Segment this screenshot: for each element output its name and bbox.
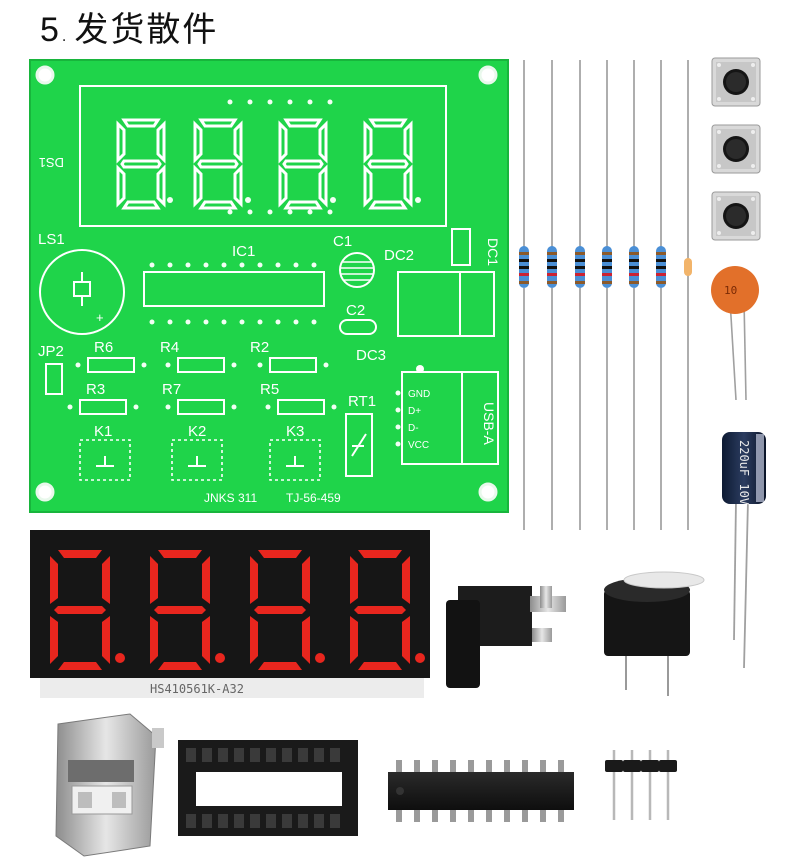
usb-a-connector xyxy=(55,713,164,857)
title-number: 5 xyxy=(40,11,61,49)
pcb-label-ls1: LS1 xyxy=(38,231,65,248)
resistor-set xyxy=(518,59,692,531)
pcb-label-vcc: VCC xyxy=(408,440,429,451)
buzzer xyxy=(604,571,705,696)
pcb-label-r2: R2 xyxy=(250,339,269,356)
pcb-label-plus: + xyxy=(96,310,104,325)
pcb-label-dc1: DC1 xyxy=(485,238,501,266)
pcb-label-r3: R3 xyxy=(86,381,105,398)
pcb-label-k1: K1 xyxy=(94,423,112,440)
pin-header xyxy=(605,750,677,820)
pcb-label-dc3: DC3 xyxy=(356,347,386,364)
title-dot: . xyxy=(61,29,69,45)
pcb-label-k3: K3 xyxy=(286,423,304,440)
pcb-code: TJ-56-459 xyxy=(286,491,341,505)
pcb-label-dminus: D- xyxy=(408,423,419,434)
pcb-board: DS1 LS1 + IC1 C1 C2 DC1 DC2 DC3 JP2 xyxy=(29,59,509,513)
tact-switch-1 xyxy=(711,57,761,107)
pcb-label-dc2: DC2 xyxy=(384,247,414,264)
led-display: HS410561K-A32 xyxy=(30,530,430,698)
pcb-label-k2: K2 xyxy=(188,423,206,440)
dip-ic-chip xyxy=(388,760,574,822)
pcb-label-ic1: IC1 xyxy=(232,243,255,260)
tact-switch-2 xyxy=(711,124,761,174)
ceramic-marking: 10 xyxy=(724,284,737,297)
page-title: 5. 发货散件 xyxy=(40,2,218,51)
pcb-label-jp2: JP2 xyxy=(38,343,64,360)
pcb-label-r4: R4 xyxy=(160,339,179,356)
tact-switch-3 xyxy=(711,191,761,241)
pcb-label-r5: R5 xyxy=(260,381,279,398)
pcb-label-gnd: GND xyxy=(408,389,430,400)
pcb-label-c1: C1 xyxy=(333,233,352,250)
pcb-label-c2: C2 xyxy=(346,302,365,319)
pcb-label-usb: USB-A xyxy=(481,402,497,445)
display-marking: HS410561K-A32 xyxy=(150,682,244,696)
dc-power-jack xyxy=(446,586,566,688)
pcb-label-dplus: D+ xyxy=(408,406,421,417)
pcb-label-ds1: DS1 xyxy=(39,155,64,170)
title-text: 发货散件 xyxy=(74,10,219,50)
pcb-label-rt1: RT1 xyxy=(348,393,376,410)
pcb-label-r7: R7 xyxy=(162,381,181,398)
ic-socket xyxy=(178,740,358,836)
ceramic-capacitor: 10 xyxy=(711,266,759,401)
pcb-model: JNKS 311 xyxy=(204,491,257,505)
pcb-label-r6: R6 xyxy=(94,339,113,356)
electrolytic-marking: 220uF 10V xyxy=(737,440,751,505)
electrolytic-capacitor: 220uF 10V xyxy=(722,432,766,669)
